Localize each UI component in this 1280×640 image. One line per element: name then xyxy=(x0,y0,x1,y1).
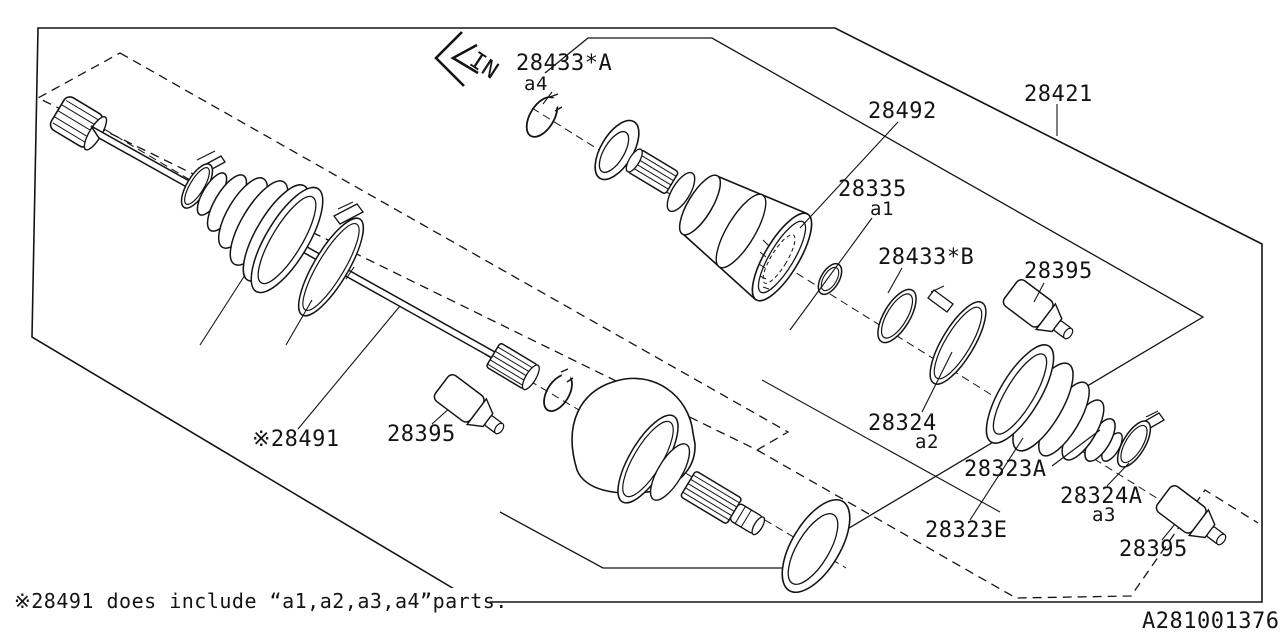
label-a2: a2 xyxy=(915,431,939,453)
label-28491: ※28491 xyxy=(252,427,340,452)
label-28324a: 28324A xyxy=(1060,484,1142,509)
label-28323e: 28323E xyxy=(925,518,1007,543)
label-28433-a: 28433*A xyxy=(516,51,612,76)
front-outer-cv-joint xyxy=(571,377,766,536)
front-large-boot-band xyxy=(297,201,365,317)
rear-subassembly-border xyxy=(499,37,1205,569)
label-28323a: 28323A xyxy=(964,457,1046,482)
diagram-id: A281001376 xyxy=(1142,609,1279,634)
label-28421: 28421 xyxy=(1024,82,1093,107)
label-a4: a4 xyxy=(524,73,548,95)
shaft-spline-section xyxy=(486,343,540,391)
front-group-dashed-boundary xyxy=(36,52,790,451)
label-a1: a1 xyxy=(870,198,894,220)
construction-line xyxy=(761,379,1001,513)
baffle-plate-ring xyxy=(781,498,851,594)
shaft-splined-end-cap xyxy=(49,96,108,151)
inner-race-circlip xyxy=(817,262,843,296)
front-circlip xyxy=(543,368,574,412)
grease-tube-upper xyxy=(1002,279,1074,340)
label-28395-lower-right: 28395 xyxy=(1119,537,1188,562)
outer-border xyxy=(31,27,1263,603)
rear-cv-boot xyxy=(985,344,1123,462)
label-28433-b: 28433*B xyxy=(878,245,974,270)
front-small-boot-band xyxy=(180,150,226,209)
inner-joint-housing xyxy=(625,148,813,302)
in-direction-label: IN xyxy=(465,47,503,84)
snap-ring-28433b xyxy=(877,288,917,344)
label-28335: 28335 xyxy=(838,177,907,202)
snap-ring-28433a xyxy=(525,93,563,138)
in-arrow-icon xyxy=(434,31,479,87)
rear-group-dashed-boundary xyxy=(756,449,1259,599)
label-28395-left: 28395 xyxy=(387,422,456,447)
label-28324: 28324 xyxy=(868,411,937,436)
label-28395-upper-right: 28395 xyxy=(1024,259,1093,284)
label-28492: 28492 xyxy=(868,99,937,124)
rear-small-boot-band xyxy=(1116,410,1165,468)
note-backing xyxy=(12,588,490,614)
rear-large-boot-band xyxy=(927,285,987,385)
grease-tube-lower xyxy=(1155,485,1227,546)
housing-inner-splines xyxy=(758,239,770,290)
rear-joint-assembly xyxy=(525,93,1227,546)
leader-lines xyxy=(199,91,1176,541)
grease-tube-front xyxy=(433,374,505,435)
label-a3: a3 xyxy=(1092,504,1116,526)
front-axle-assembly xyxy=(49,96,851,594)
footnote: ※28491 does include “a1,a2,a3,a4”parts. xyxy=(14,589,508,613)
front-cv-boot xyxy=(196,172,324,294)
